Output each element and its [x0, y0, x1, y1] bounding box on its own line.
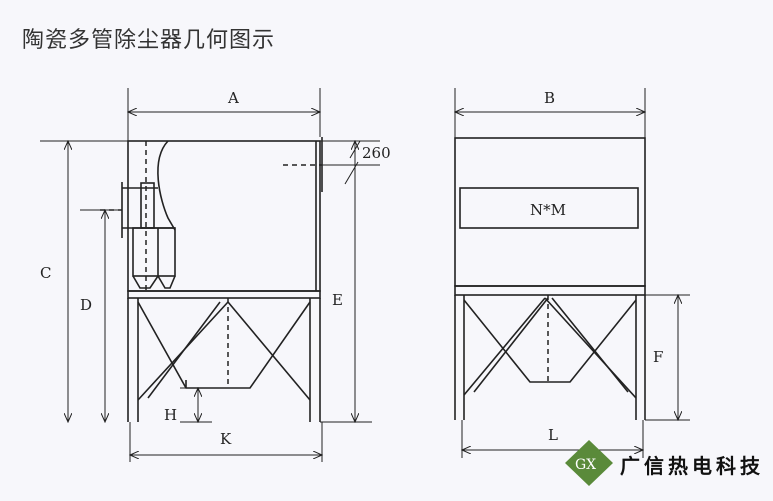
dim-b-label: B [544, 89, 555, 107]
dim-e-label: E [332, 291, 343, 309]
module-label: N*M [530, 201, 566, 219]
dim-260-label: 260 [362, 144, 391, 162]
module-panel [459, 187, 639, 229]
dim-h-label: H [164, 406, 177, 424]
page-title: 陶瓷多管除尘器几何图示 [22, 28, 276, 53]
dim-f-label: F [653, 348, 663, 366]
front-view [454, 137, 646, 420]
dimensions: A B C D E 260 F H [40, 88, 690, 462]
dim-c-label: C [40, 264, 51, 282]
logo-gx-text: GX [575, 457, 596, 473]
side-view [100, 137, 323, 422]
dim-l-label: L [548, 426, 558, 444]
dim-k-label: K [220, 430, 232, 448]
dim-d-label: D [80, 296, 92, 314]
logo-mark: GX [565, 440, 613, 486]
dim-a-label: A [227, 89, 239, 107]
company-name: 广信热电科技 [620, 454, 764, 478]
